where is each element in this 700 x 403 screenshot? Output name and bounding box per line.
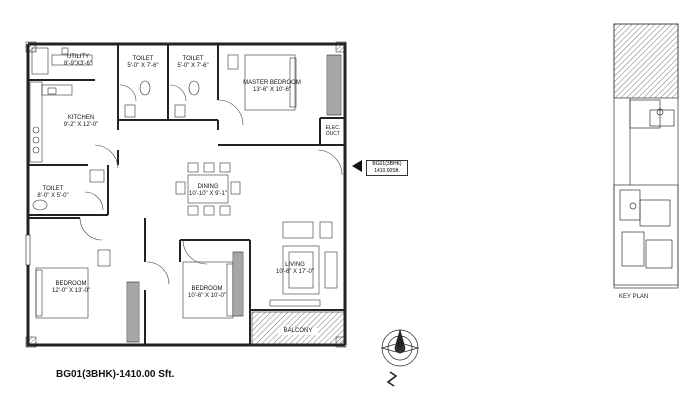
unit-tag-pointer-icon xyxy=(352,160,362,172)
utility-fixtures xyxy=(31,47,93,75)
living-furniture xyxy=(269,221,338,307)
key-plan-label: KEY PLAN xyxy=(619,294,649,300)
inner-walls xyxy=(28,44,345,345)
compass-icon xyxy=(380,328,420,387)
unit-tag: BG01(3BHK)1410.00Sft. xyxy=(366,160,408,176)
windows xyxy=(25,54,342,343)
kitchen-counter xyxy=(29,81,73,163)
bedroom2-bed xyxy=(182,261,234,319)
bedroom1-bed xyxy=(35,249,111,319)
master-bed xyxy=(227,54,297,111)
room-label-balcony: BALCONY xyxy=(278,328,318,335)
room-label-elec-duct: ELEC. DUCT xyxy=(325,125,341,137)
key-plan xyxy=(613,23,679,289)
plan-caption: BG01(3BHK)-1410.00 Sft. xyxy=(56,369,175,380)
dining-table xyxy=(175,162,241,216)
door-swings xyxy=(79,84,343,285)
toilet-fixtures xyxy=(32,80,200,211)
